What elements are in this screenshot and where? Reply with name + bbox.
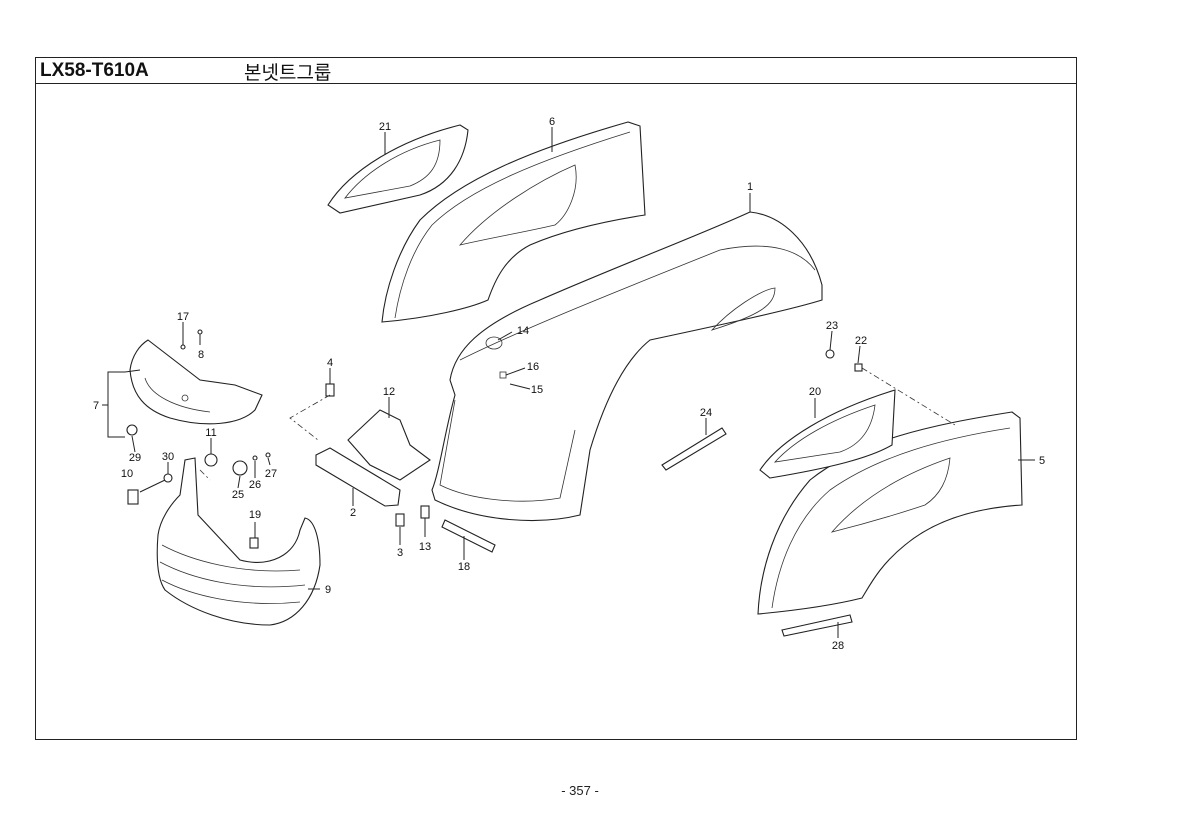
part-20-louvre-frame-right bbox=[759, 389, 896, 479]
callout-3: 3 bbox=[397, 547, 403, 559]
callout-27: 27 bbox=[265, 468, 277, 480]
part-1-bonnet bbox=[431, 211, 823, 521]
part-7-headlight bbox=[129, 339, 263, 425]
callout-14: 14 bbox=[517, 325, 529, 337]
callout-23: 23 bbox=[826, 320, 838, 332]
callout-28: 28 bbox=[832, 640, 844, 652]
centerline-b bbox=[861, 367, 956, 426]
part-18-seal-strip bbox=[441, 519, 496, 553]
part-9-front-grille bbox=[156, 457, 321, 626]
callout-25: 25 bbox=[232, 489, 244, 501]
callout-24: 24 bbox=[700, 407, 712, 419]
part-6-side-panel-left bbox=[381, 121, 646, 323]
part-24-seal-strip bbox=[661, 427, 727, 471]
callout-21: 21 bbox=[379, 121, 391, 133]
part-12-bracket bbox=[347, 409, 431, 481]
callout-7: 7 bbox=[93, 400, 99, 412]
callout-18: 18 bbox=[458, 561, 470, 573]
callout-13: 13 bbox=[419, 541, 431, 553]
callout-11: 11 bbox=[205, 427, 216, 439]
callout-17: 17 bbox=[177, 311, 189, 323]
callout-1: 1 bbox=[747, 181, 753, 193]
page-number: - 357 - bbox=[561, 783, 599, 798]
callout-9: 9 bbox=[325, 584, 331, 596]
callout-30: 30 bbox=[162, 451, 174, 463]
callout-12: 12 bbox=[383, 386, 395, 398]
callout-26: 26 bbox=[249, 479, 261, 491]
fasteners bbox=[126, 329, 863, 549]
diagram-frame: LX58-T610A 본넷트그룹 bbox=[35, 57, 1077, 740]
group-title: 본넷트그룹 bbox=[244, 62, 332, 84]
part-21-louvre-frame-left bbox=[327, 124, 469, 214]
callout-10: 10 bbox=[121, 468, 133, 480]
header-bar: LX58-T610A 본넷트그룹 bbox=[36, 58, 1076, 84]
model-code: LX58-T610A bbox=[40, 60, 149, 81]
callout-6: 6 bbox=[549, 116, 555, 128]
callout-22: 22 bbox=[855, 335, 867, 347]
callout-4: 4 bbox=[327, 357, 333, 369]
callout-19: 19 bbox=[249, 509, 261, 521]
part-5-side-panel-right bbox=[757, 411, 1023, 615]
callout-20: 20 bbox=[809, 386, 821, 398]
callout-29: 29 bbox=[129, 452, 141, 464]
callout-15: 15 bbox=[531, 384, 543, 396]
centerline-c bbox=[199, 469, 211, 481]
callout-8: 8 bbox=[198, 349, 204, 361]
callout-2: 2 bbox=[350, 507, 356, 519]
part-2-stay bbox=[315, 447, 401, 507]
callout-5: 5 bbox=[1039, 455, 1045, 467]
centerline-a bbox=[289, 394, 331, 441]
callout-16: 16 bbox=[527, 361, 539, 373]
callout-labels: 1 2 3 4 5 6 7 8 9 10 11 12 13 14 15 16 1… bbox=[93, 116, 1045, 652]
leader-lines bbox=[102, 127, 1035, 638]
part-28-seal-strip bbox=[781, 614, 853, 637]
